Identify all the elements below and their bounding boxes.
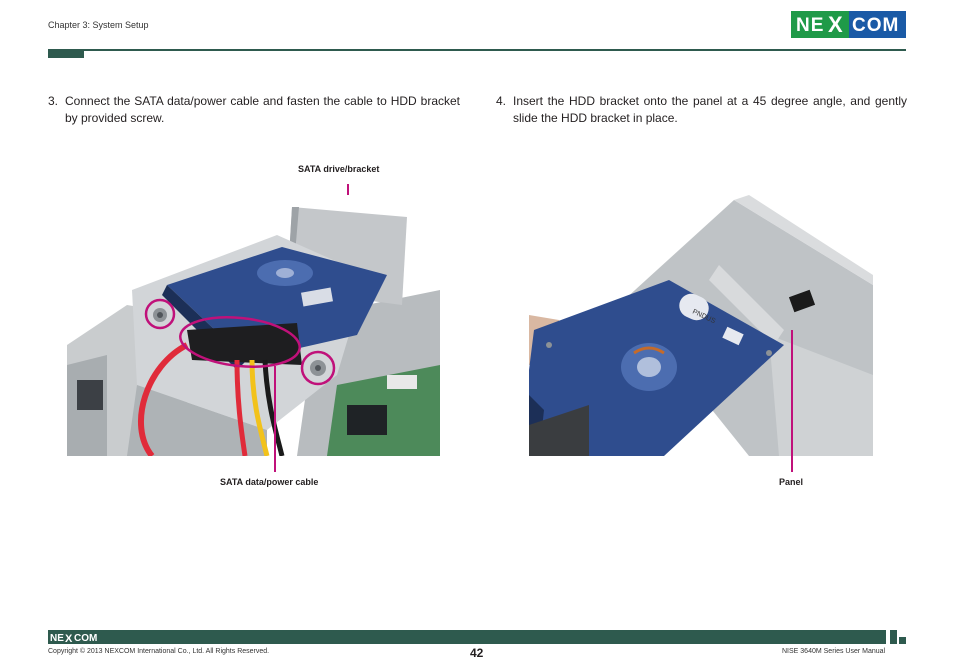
chapter-title: Chapter 3: System Setup xyxy=(48,20,149,30)
step-text: Connect the SATA data/power cable and fa… xyxy=(65,94,460,125)
header-tab xyxy=(48,49,84,58)
step-4: 4. Insert the HDD bracket onto the panel… xyxy=(496,93,907,127)
page-number: 42 xyxy=(470,646,484,660)
step-number: 3. xyxy=(48,94,59,108)
footer-logo-x-mark: X xyxy=(65,633,73,643)
copyright-text: Copyright © 2013 NEXCOM International Co… xyxy=(48,648,270,655)
footer-square xyxy=(890,630,897,637)
footer-nexcom-logo: NE X COM xyxy=(50,633,97,643)
footer-bar xyxy=(48,630,886,644)
label-sata-drive-bracket: SATA drive/bracket xyxy=(298,164,380,174)
svg-text:NE: NE xyxy=(796,15,824,36)
label-sata-data-power-cable: SATA data/power cable xyxy=(220,477,319,487)
header-rule xyxy=(48,49,906,51)
logo-x-mark: X xyxy=(828,12,843,37)
photo-sata-cable-install xyxy=(67,195,440,456)
photo-hdd-bracket-insert: PNDUS xyxy=(529,195,873,456)
footer-square xyxy=(899,637,906,644)
svg-text:NE: NE xyxy=(50,633,64,643)
leader-line-panel xyxy=(791,330,793,472)
step-3: 3. Connect the SATA data/power cable and… xyxy=(48,93,460,127)
svg-text:COM: COM xyxy=(852,15,899,36)
step-text: Insert the HDD bracket onto the panel at… xyxy=(513,94,907,125)
footer-square xyxy=(890,637,897,644)
leader-line-cable xyxy=(274,366,276,472)
label-panel: Panel xyxy=(779,477,804,487)
nexcom-logo: NE X COM xyxy=(791,11,906,38)
manual-title: NISE 3640M Series User Manual xyxy=(782,648,886,655)
svg-text:COM: COM xyxy=(74,633,97,643)
step-number: 4. xyxy=(496,94,507,108)
